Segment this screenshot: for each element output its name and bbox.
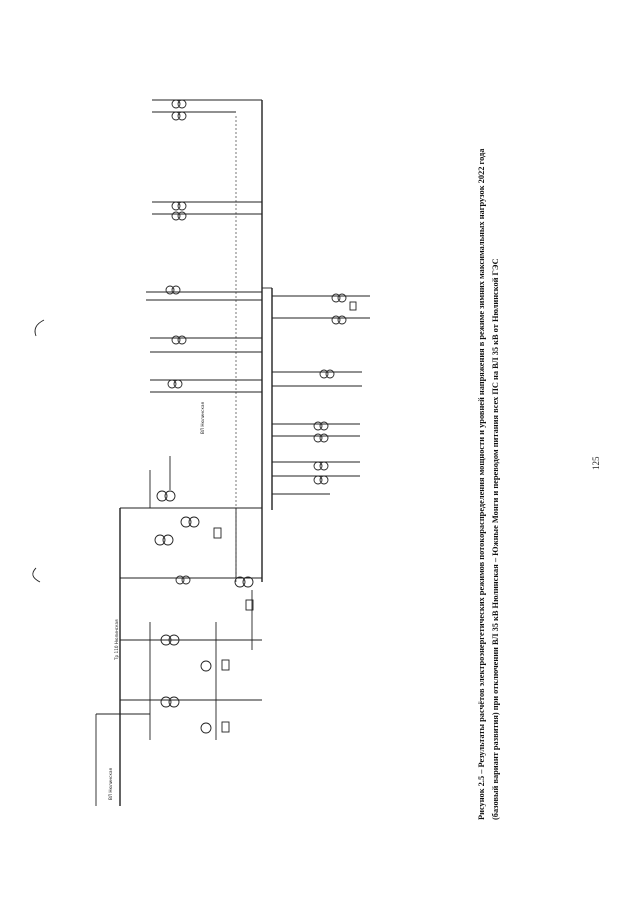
feeder-group-upper xyxy=(146,99,262,393)
label-bus: Тр 110 Нюлинская xyxy=(114,619,119,661)
feeder-group-right xyxy=(272,293,370,495)
label-sections: ВЛ Нюлинская xyxy=(200,401,205,434)
label-source: ВЛ Нюлинская xyxy=(108,767,113,800)
caption-line-2: (базовый вариант развития) при отключени… xyxy=(491,258,500,820)
page-number: 125 xyxy=(591,456,601,471)
substation-central xyxy=(119,456,262,740)
margin-mark-bottom xyxy=(32,567,41,583)
caption-line-1: Рисунок 2.5 – Результаты расчётов электр… xyxy=(477,148,486,820)
margin-mark-top xyxy=(34,319,45,337)
substation-lower xyxy=(120,590,262,740)
